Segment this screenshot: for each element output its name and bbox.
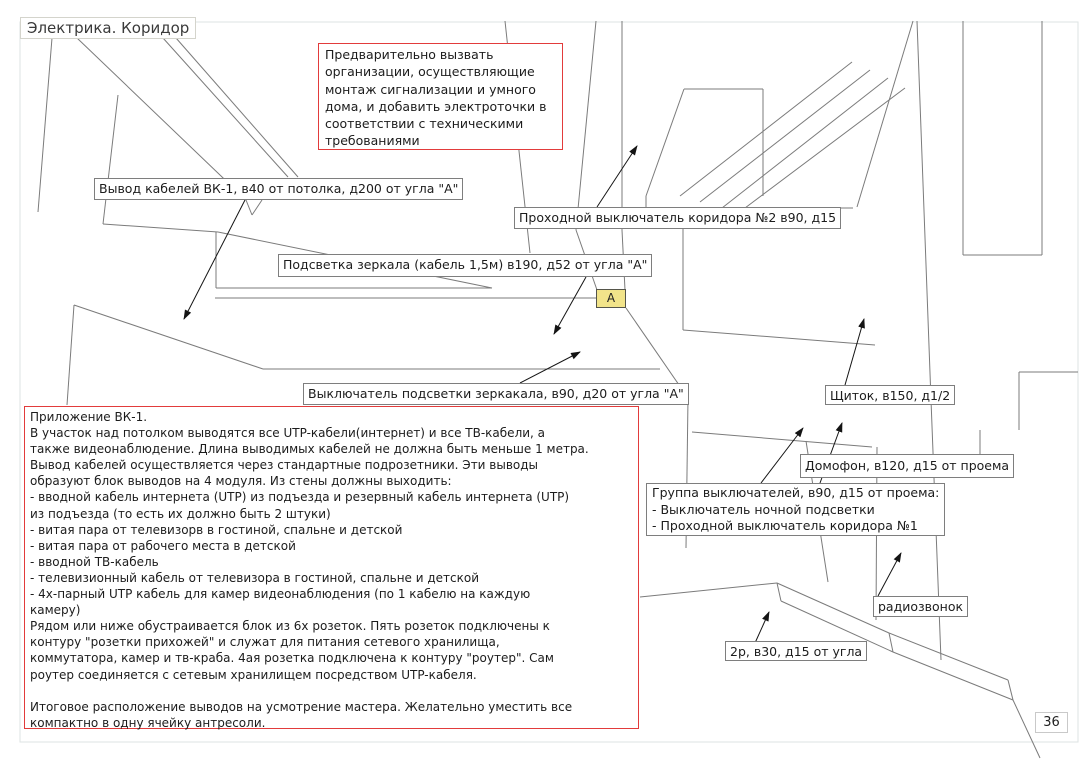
page-frame bbox=[19, 21, 1079, 743]
arrow-panel bbox=[844, 318, 865, 386]
corner-marker-a: А bbox=[596, 289, 626, 308]
arrow-radio-bell bbox=[877, 552, 902, 597]
label-mirror-light: Подсветка зеркала (кабель 1,5м) в190, д5… bbox=[278, 254, 653, 277]
arrow-mirror-light bbox=[553, 276, 587, 335]
arrow-switch-group-1 bbox=[760, 427, 804, 484]
arrow-cable-outlet bbox=[183, 199, 246, 320]
appendix-callout: Приложение ВК-1. В участок над потолком … bbox=[24, 406, 639, 730]
label-socket-2p: 2р, в30, д15 от угла bbox=[725, 641, 868, 661]
arrow-pass-switch-2 bbox=[596, 145, 638, 208]
label-switch-group: Группа выключателей, в90, д15 от проема:… bbox=[646, 483, 946, 536]
label-intercom: Домофон, в120, д15 от проема bbox=[800, 454, 1015, 478]
label-cable-outlet: Вывод кабелей ВК-1, в40 от потолка, д200… bbox=[94, 178, 464, 200]
sheet-title: Электрика. Коридор bbox=[20, 17, 197, 39]
label-mirror-light-switch: Выключатель подсветки зеркакала, в90, д2… bbox=[303, 383, 689, 405]
label-radio-bell: радиозвонок bbox=[873, 596, 969, 617]
label-panel: Щиток, в150, д1/2 bbox=[825, 385, 956, 405]
label-pass-switch-2: Проходной выключатель коридора №2 в90, д… bbox=[514, 207, 842, 229]
warning-callout: Предварительно вызвать организации, осущ… bbox=[318, 43, 563, 150]
page-number: 36 bbox=[1035, 712, 1068, 733]
arrow-mirror-light-switch bbox=[519, 351, 581, 384]
arrow-socket-2p bbox=[754, 611, 770, 644]
